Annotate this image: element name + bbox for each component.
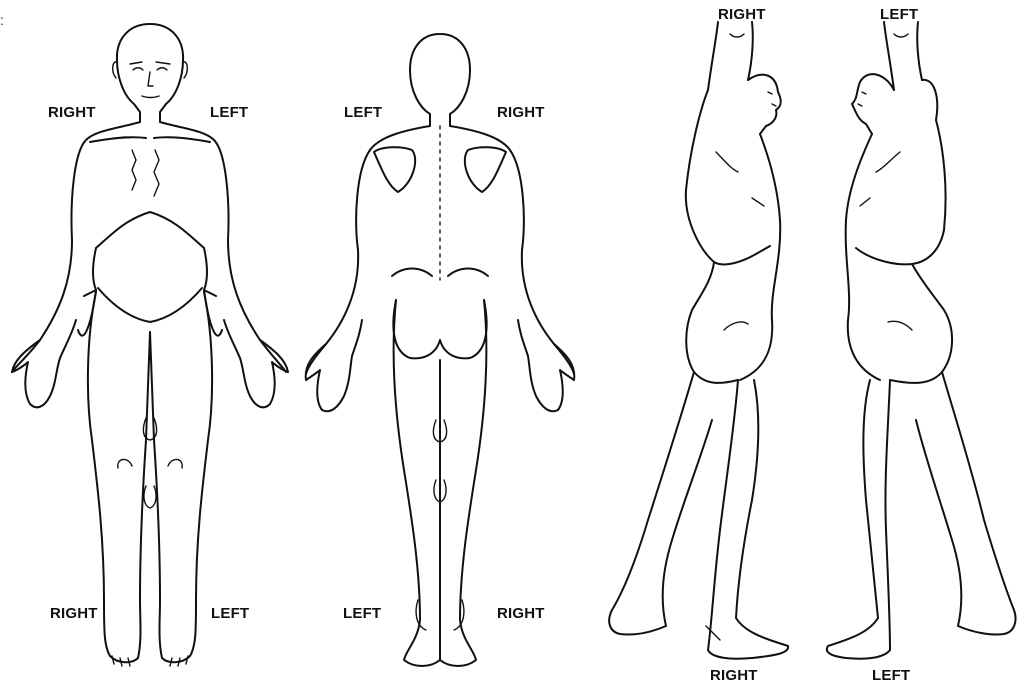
side-left-bottom-label: LEFT bbox=[872, 667, 910, 684]
front-right-top-label: RIGHT bbox=[48, 104, 96, 121]
back-right-top-label: RIGHT bbox=[497, 104, 545, 121]
front-left-top-label: LEFT bbox=[210, 104, 248, 121]
left-side-figure-lines bbox=[827, 22, 1016, 659]
front-left-bottom-label: LEFT bbox=[211, 605, 249, 622]
side-right-bottom-label: RIGHT bbox=[710, 667, 758, 684]
side-left-top-label: LEFT bbox=[880, 6, 918, 23]
back-left-top-label: LEFT bbox=[344, 104, 382, 121]
back-right-bottom-label: RIGHT bbox=[497, 605, 545, 622]
front-right-bottom-label: RIGHT bbox=[50, 605, 98, 622]
back-left-bottom-label: LEFT bbox=[343, 605, 381, 622]
side-right-top-label: RIGHT bbox=[718, 6, 766, 23]
